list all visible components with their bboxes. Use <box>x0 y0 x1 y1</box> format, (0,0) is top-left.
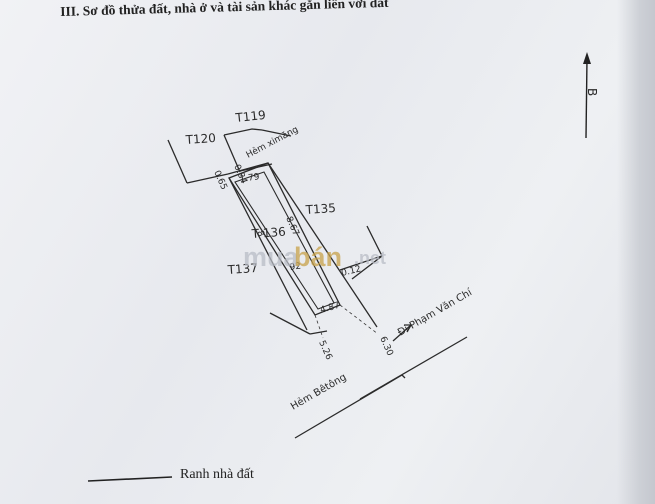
road-label-hem-betong: Hẻm Bêtông <box>289 371 349 413</box>
line-t137-bottom <box>269 312 311 335</box>
house-parcel-outline <box>228 162 341 316</box>
north-label: B <box>585 88 599 96</box>
dim-179: 1.79 <box>239 172 261 185</box>
dim-630: 6.30 <box>377 335 394 358</box>
legend-boundary-line <box>87 476 173 482</box>
dim-012: 0.12 <box>340 264 362 279</box>
paper-edge <box>617 0 655 504</box>
dim-8: 8 <box>254 229 266 239</box>
line-left-boundary <box>228 177 308 331</box>
line-hem-ximang-top <box>261 129 292 137</box>
parcel-label-t120: T120 <box>184 131 216 147</box>
parcel-label-t137: T137 <box>226 261 258 277</box>
road-label-di-pham-van-chi: Đi Phạm Văn Chí <box>396 286 476 339</box>
watermark-mua: mua <box>243 242 300 272</box>
watermark: mua bán .net <box>243 242 386 272</box>
line-t120-bottom <box>186 173 229 184</box>
line-t135-inner <box>351 255 383 280</box>
dim-065: 0.65 <box>211 169 228 191</box>
watermark-ban: bán <box>294 242 342 272</box>
dimension-leaders <box>314 304 379 339</box>
boundary-lines <box>167 128 468 439</box>
parcel-label-t135: T135 <box>304 201 336 217</box>
line-road-arrow-head <box>404 324 413 333</box>
dim-92: 92 <box>289 261 302 272</box>
legend-label: Ranh nhà đất <box>180 467 254 482</box>
dim-487: 4.87 <box>319 301 341 316</box>
parcel-label-t119: T119 <box>234 108 267 125</box>
line-t119-top <box>223 128 263 136</box>
line-bottom-cap <box>309 330 328 335</box>
line-road-main <box>359 336 468 400</box>
line-t135-edge <box>339 255 383 271</box>
house-inner-outline <box>234 171 335 310</box>
watermark-net: .net <box>354 248 386 268</box>
line-t135-top <box>366 225 383 257</box>
parcel-label-t136: T 136 <box>250 225 286 241</box>
line-t120-left <box>167 139 188 184</box>
dim-526: 5.26 <box>316 339 333 362</box>
line-road-join <box>401 374 406 379</box>
line-road-arrow <box>392 324 412 342</box>
line-cap-bottom <box>227 162 269 175</box>
north-arrow: B <box>583 52 599 139</box>
line-right-boundary <box>267 162 378 328</box>
line-t119-left <box>223 134 241 173</box>
